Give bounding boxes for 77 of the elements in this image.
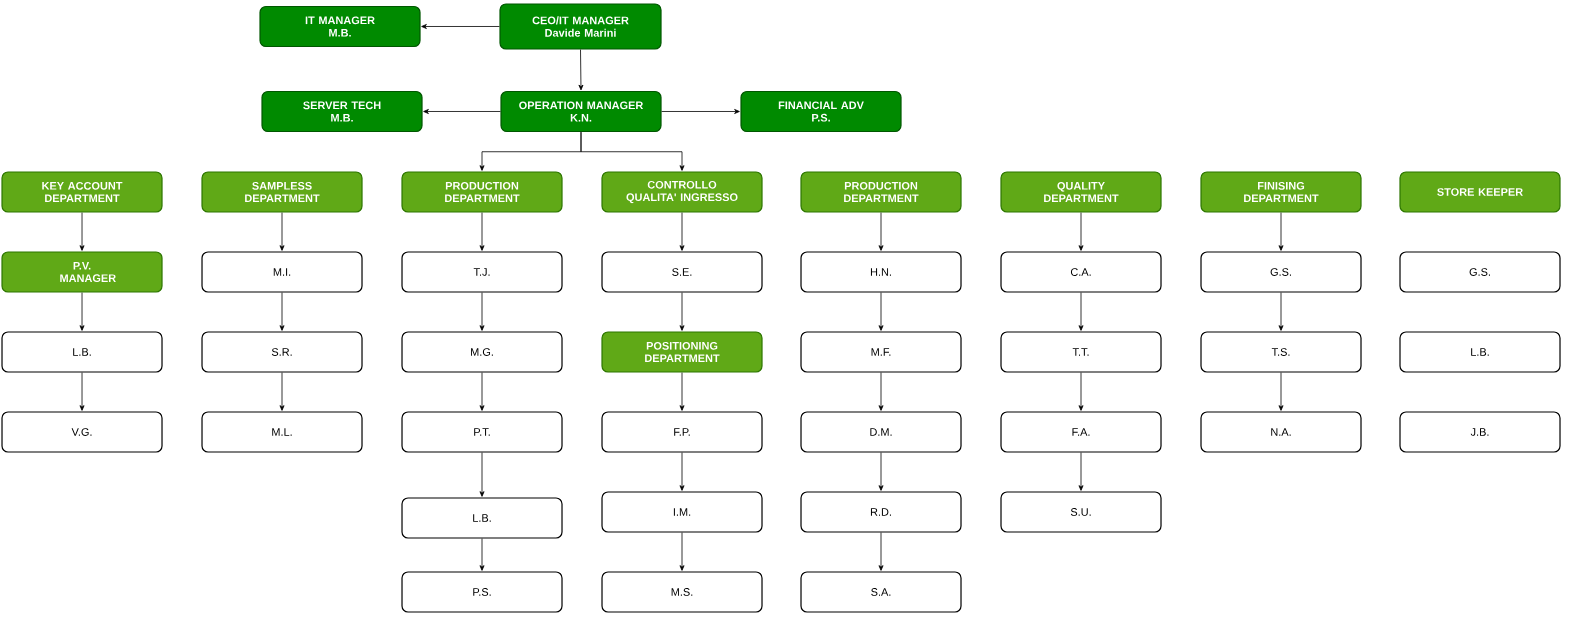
person-box: L.B. xyxy=(1,331,163,373)
arrow xyxy=(1078,292,1084,331)
person-box: F.P. xyxy=(601,411,763,453)
person-box: M.L. xyxy=(201,411,363,453)
arrow xyxy=(580,131,685,171)
person-box: P.S. xyxy=(401,571,563,613)
role-box: CEO/IT MANAGER Davide Marini xyxy=(499,3,662,50)
arrow xyxy=(479,538,485,571)
department-box: P.V. MANAGER xyxy=(1,251,163,293)
arrow xyxy=(479,292,485,331)
role-box: IT MANAGER M.B. xyxy=(259,5,421,48)
arrow xyxy=(679,532,685,571)
person-box: T.T. xyxy=(1000,331,1162,373)
arrow xyxy=(1078,212,1084,251)
person-box: J.B. xyxy=(1399,411,1561,453)
person-box: M.S. xyxy=(601,571,763,613)
arrow xyxy=(423,109,501,114)
arrow xyxy=(1278,212,1284,251)
arrow xyxy=(1078,372,1084,411)
person-box: N.A. xyxy=(1200,411,1362,453)
department-box: PRODUCTION DEPARTMENT xyxy=(800,171,962,213)
department-box: FINISING DEPARTMENT xyxy=(1200,171,1362,213)
person-box: M.I. xyxy=(201,251,363,293)
arrow xyxy=(679,372,685,411)
person-box: G.S. xyxy=(1399,251,1561,293)
arrow xyxy=(661,109,740,114)
person-box: I.M. xyxy=(601,491,763,533)
arrow xyxy=(878,532,884,571)
arrow xyxy=(878,212,884,251)
person-box: L.B. xyxy=(401,497,563,539)
arrow xyxy=(479,212,485,251)
role-box: SERVER TECH M.B. xyxy=(261,90,423,133)
arrow xyxy=(679,452,685,491)
arrow xyxy=(279,212,285,251)
arrow xyxy=(1278,372,1284,411)
arrow xyxy=(79,212,85,251)
arrow xyxy=(79,372,85,411)
person-box: S.A. xyxy=(800,571,962,613)
role-box: OPERATION MANAGER K.N. xyxy=(500,90,662,133)
person-box: M.G. xyxy=(401,331,563,373)
person-box: T.J. xyxy=(401,251,563,293)
arrow xyxy=(878,292,884,331)
person-box: F.A. xyxy=(1000,411,1162,453)
arrow xyxy=(1078,452,1084,491)
arrow xyxy=(279,292,285,331)
department-box: QUALITY DEPARTMENT xyxy=(1000,171,1162,213)
arrow xyxy=(1278,292,1284,331)
person-box: S.R. xyxy=(201,331,363,373)
arrow xyxy=(679,292,685,331)
department-box: KEY ACCOUNT DEPARTMENT xyxy=(1,171,163,213)
person-box: C.A. xyxy=(1000,251,1162,293)
department-box: CONTROLLO QUALITA' INGRESSO xyxy=(601,171,763,213)
person-box: H.N. xyxy=(800,251,962,293)
person-box: T.S. xyxy=(1200,331,1362,373)
arrow xyxy=(79,292,85,331)
arrow xyxy=(578,49,584,91)
person-box: L.B. xyxy=(1399,331,1561,373)
department-box: PRODUCTION DEPARTMENT xyxy=(401,171,563,213)
arrow xyxy=(421,24,500,29)
arrow xyxy=(679,212,685,251)
department-box: POSITIONING DEPARTMENT xyxy=(601,331,763,373)
person-box: R.D. xyxy=(800,491,962,533)
person-box: M.F. xyxy=(800,331,962,373)
person-box: S.U. xyxy=(1000,491,1162,533)
person-box: D.M. xyxy=(800,411,962,453)
person-box: S.E. xyxy=(601,251,763,293)
arrow xyxy=(878,372,884,411)
person-box: P.T. xyxy=(401,411,563,453)
department-box: STORE KEEPER xyxy=(1399,171,1561,213)
arrow xyxy=(479,372,485,411)
arrow xyxy=(479,452,485,497)
role-box: FINANCIAL ADV P.S. xyxy=(740,90,902,133)
person-box: G.S. xyxy=(1200,251,1362,293)
department-box: SAMPLESS DEPARTMENT xyxy=(201,171,363,213)
person-box: V.G. xyxy=(1,411,163,453)
arrow xyxy=(279,372,285,411)
arrow xyxy=(878,452,884,491)
